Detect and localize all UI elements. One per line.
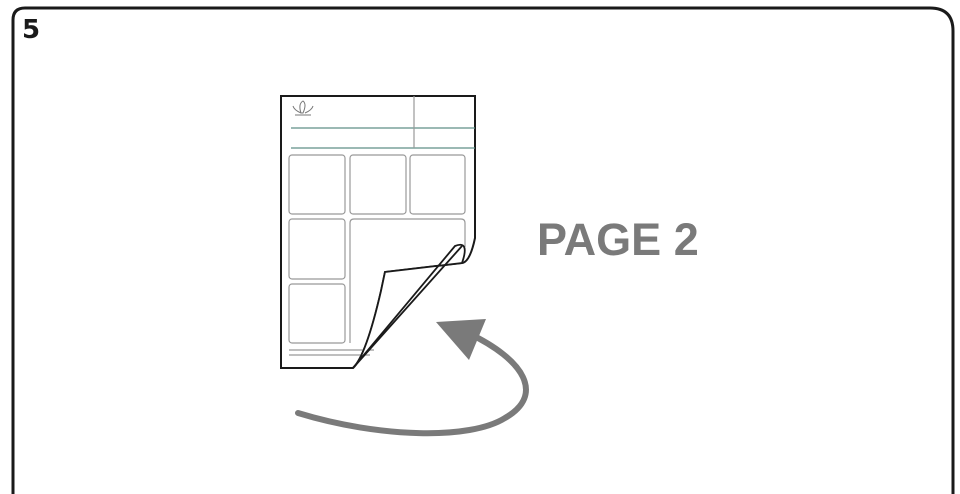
page-label: PAGE 2: [537, 214, 699, 266]
step-number: 5: [22, 15, 41, 45]
panel-frame: [13, 8, 953, 494]
